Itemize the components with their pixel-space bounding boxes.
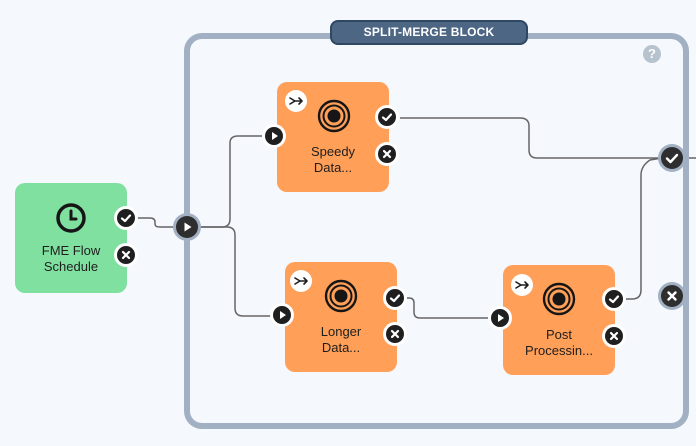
checkmark-icon: [120, 214, 132, 223]
block-input-port[interactable]: [176, 216, 198, 238]
block-success-output-port[interactable]: [661, 147, 683, 169]
close-icon: [121, 250, 131, 260]
play-icon: [498, 314, 504, 322]
play-icon: [272, 132, 278, 140]
connector-speedy-to-block-output: [400, 117, 662, 159]
target-icon: [542, 282, 576, 316]
post-failure-port[interactable]: [605, 327, 623, 345]
fme-flow-schedule-node[interactable]: FME Flow Schedule: [15, 183, 127, 293]
merge-icon: [290, 270, 312, 292]
close-icon: [609, 331, 619, 341]
close-icon: [382, 149, 392, 159]
connector-longer-to-post: [403, 297, 490, 319]
connector-schedule-to-block-input: [132, 217, 180, 228]
post-input-port[interactable]: [491, 309, 509, 327]
schedule-success-port[interactable]: [117, 209, 135, 227]
node-label: FME Flow Schedule: [41, 243, 101, 274]
longer-failure-port[interactable]: [386, 325, 404, 343]
checkmark-icon: [389, 294, 401, 303]
node-label: Post Processin...: [525, 327, 593, 358]
post-success-port[interactable]: [605, 290, 623, 308]
longer-data-node[interactable]: Longer Data...: [285, 262, 397, 372]
longer-success-port[interactable]: [386, 289, 404, 307]
checkmark-icon: [608, 295, 620, 304]
checkmark-icon: [665, 153, 679, 164]
clock-icon: [56, 203, 86, 233]
target-icon: [317, 99, 351, 133]
checkmark-icon: [381, 113, 393, 122]
speedy-data-node[interactable]: Speedy Data...: [277, 82, 389, 192]
longer-input-port[interactable]: [273, 306, 291, 324]
connector-split-to-longer: [195, 226, 271, 317]
connector-post-to-block-output: [622, 157, 663, 300]
node-label: Speedy Data...: [310, 144, 356, 175]
block-failure-output-port[interactable]: [661, 285, 683, 307]
close-icon: [667, 291, 677, 301]
close-icon: [390, 329, 400, 339]
speedy-success-port[interactable]: [378, 108, 396, 126]
target-icon: [324, 279, 358, 313]
play-icon: [280, 311, 286, 319]
play-icon: [184, 222, 192, 232]
merge-icon: [511, 274, 533, 296]
merge-icon: [285, 90, 307, 112]
speedy-input-port[interactable]: [265, 127, 283, 145]
post-processing-node[interactable]: Post Processin...: [503, 265, 615, 375]
split-merge-block-title[interactable]: SPLIT-MERGE BLOCK: [330, 20, 528, 45]
question-circle-icon[interactable]: ?: [643, 45, 661, 63]
node-label: Longer Data...: [320, 324, 362, 355]
speedy-failure-port[interactable]: [378, 145, 396, 163]
schedule-failure-port[interactable]: [117, 246, 135, 264]
